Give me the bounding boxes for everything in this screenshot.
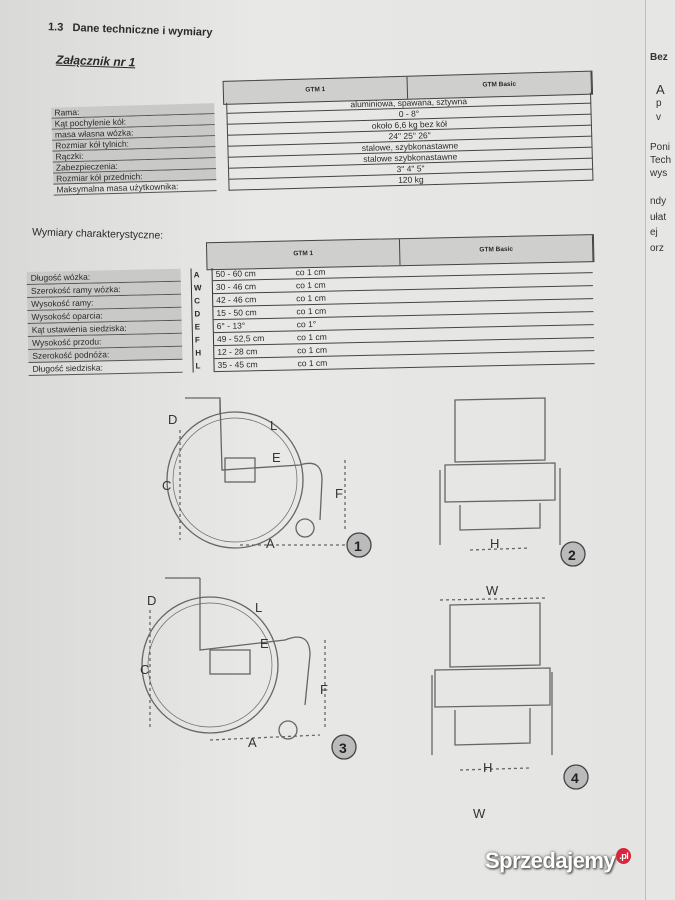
dimension-label: H [483,760,492,775]
dimension-label: E [272,450,281,465]
dimension-label: W [486,583,499,598]
fragment: A [656,82,665,97]
dimension-label: D [147,593,156,608]
figure-2-front-view: H 2 [439,397,586,567]
figure-number: 4 [571,770,579,786]
dimension-label: F [320,682,328,697]
dimension-label: H [490,536,499,551]
figure-number: 2 [568,547,576,563]
dimension-label: F [335,486,343,501]
fragment: v [656,112,661,123]
fragment: Tech [650,155,672,166]
fragment: ndy [650,196,667,207]
dimension-label: C [140,662,149,677]
next-page-edge: Bez A p v Poni Tech wys ndy ułat ej orz [645,0,675,900]
figure-number: 3 [339,740,347,756]
fragment: Bez [650,52,668,63]
watermark-logo: Sprzedajemy.pl [485,848,632,874]
dimension-label: L [270,418,277,433]
dimension-label: W [473,806,486,821]
dimension-label: E [260,636,269,651]
fragment: ułat [650,212,667,223]
fragment: orz [650,243,664,254]
fragment: p [656,98,662,109]
dimension-label: A [248,735,257,750]
dimension-label: A [266,536,275,551]
fragment: wys [650,168,668,179]
dimension-label: D [168,412,177,427]
figure-4-front-view: W H W 4 [431,583,589,821]
fragment: Poni [650,142,671,153]
fragment: ej [650,227,658,238]
figure-3-side-view: D L E C F A 3 [140,577,357,760]
dimension-label: L [255,600,262,615]
figure-1-side-view: D L E C F A 1 [162,397,372,558]
figure-number: 1 [354,538,362,554]
dimension-label: C [162,478,171,493]
